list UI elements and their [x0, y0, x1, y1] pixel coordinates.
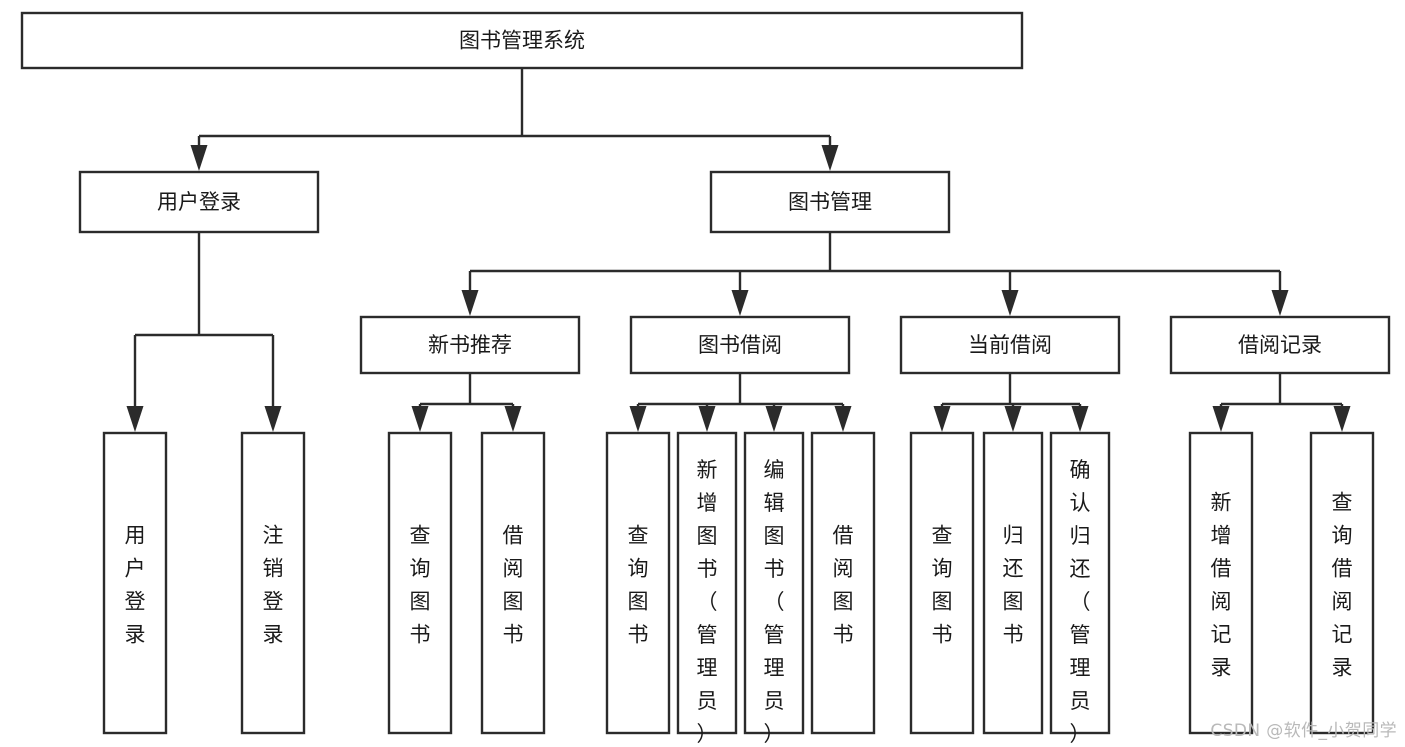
node-label: 新增借阅记录 — [1211, 491, 1232, 680]
arrow-head-icon — [1001, 290, 1019, 316]
node-leaf12[interactable]: 新增借阅记录 — [1188, 431, 1254, 735]
node-records[interactable]: 借阅记录 — [1169, 315, 1391, 375]
connector-group-borrow — [629, 373, 852, 432]
arrow-head-icon — [411, 406, 429, 432]
node-label: 图书借阅 — [698, 333, 782, 357]
connector-group-login — [126, 232, 282, 432]
node-box[interactable] — [629, 315, 851, 375]
node-box[interactable] — [387, 431, 453, 735]
node-leaf4[interactable]: 借阅图书 — [480, 431, 546, 735]
node-label: 编辑图书（管理员） — [764, 458, 785, 746]
arrow-head-icon — [126, 406, 144, 432]
arrow-head-icon — [629, 406, 647, 432]
node-label: 查询图书 — [932, 524, 953, 647]
node-label: 查询借阅记录 — [1332, 491, 1353, 680]
node-label: 新书推荐 — [428, 333, 512, 357]
node-label: 注销登录 — [263, 524, 284, 647]
arrow-head-icon — [933, 406, 951, 432]
node-leaf3[interactable]: 查询图书 — [387, 431, 453, 735]
node-label: 新增图书（管理员） — [697, 458, 718, 746]
node-label: 查询图书 — [628, 524, 649, 647]
watermark-label: CSDN @软件_小贺同学 — [1210, 721, 1397, 741]
node-current[interactable]: 当前借阅 — [899, 315, 1121, 375]
arrow-head-icon — [1004, 406, 1022, 432]
node-box[interactable] — [1309, 431, 1375, 735]
node-label: 图书管理 — [788, 190, 872, 214]
arrow-head-icon — [821, 145, 839, 171]
node-box[interactable] — [78, 170, 320, 234]
node-layer: 图书管理系统用户登录图书管理新书推荐图书借阅当前借阅借阅记录用户登录注销登录查询… — [20, 11, 1391, 746]
node-box[interactable] — [240, 431, 306, 735]
arrow-head-icon — [1333, 406, 1351, 432]
node-leaf13[interactable]: 查询借阅记录 — [1309, 431, 1375, 735]
node-leaf5[interactable]: 查询图书 — [605, 431, 671, 735]
connector-group-current — [933, 373, 1089, 432]
arrow-head-icon — [731, 290, 749, 316]
node-leaf11[interactable]: 确认归还（管理员） — [1049, 431, 1111, 746]
node-box[interactable] — [743, 431, 805, 735]
arrow-head-icon — [698, 406, 716, 432]
node-box[interactable] — [709, 170, 951, 234]
node-box[interactable] — [102, 431, 168, 735]
connector-layer — [126, 68, 1351, 432]
node-label: 归还图书 — [1003, 524, 1024, 647]
node-leaf2[interactable]: 注销登录 — [240, 431, 306, 735]
arrow-head-icon — [504, 406, 522, 432]
node-leaf1[interactable]: 用户登录 — [102, 431, 168, 735]
arrow-head-icon — [1271, 290, 1289, 316]
node-label: 借阅图书 — [503, 524, 524, 647]
node-leaf9[interactable]: 查询图书 — [909, 431, 975, 735]
arrow-head-icon — [1071, 406, 1089, 432]
node-login[interactable]: 用户登录 — [78, 170, 320, 234]
node-label: 借阅记录 — [1238, 333, 1322, 357]
node-leaf10[interactable]: 归还图书 — [982, 431, 1044, 735]
node-box[interactable] — [1169, 315, 1391, 375]
arrow-head-icon — [264, 406, 282, 432]
connector-group-newbook — [411, 373, 522, 432]
node-box[interactable] — [1188, 431, 1254, 735]
node-leaf6[interactable]: 新增图书（管理员） — [676, 431, 738, 746]
arrow-head-icon — [461, 290, 479, 316]
arrow-head-icon — [765, 406, 783, 432]
node-leaf8[interactable]: 借阅图书 — [810, 431, 876, 735]
node-box[interactable] — [20, 11, 1024, 70]
arrow-head-icon — [1212, 406, 1230, 432]
connector-group-bookmgmt — [461, 232, 1289, 316]
arrow-head-icon — [190, 145, 208, 171]
node-borrow[interactable]: 图书借阅 — [629, 315, 851, 375]
node-box[interactable] — [909, 431, 975, 735]
node-label: 图书管理系统 — [459, 29, 585, 53]
node-box[interactable] — [605, 431, 671, 735]
node-box[interactable] — [1049, 431, 1111, 735]
connector-group-records — [1212, 373, 1351, 432]
node-newbook[interactable]: 新书推荐 — [359, 315, 581, 375]
node-box[interactable] — [899, 315, 1121, 375]
connector-group-root — [190, 68, 839, 171]
node-label: 确认归还（管理员） — [1070, 458, 1091, 746]
node-label: 用户登录 — [157, 190, 241, 214]
node-leaf7[interactable]: 编辑图书（管理员） — [743, 431, 805, 746]
node-box[interactable] — [359, 315, 581, 375]
node-label: 查询图书 — [410, 524, 431, 647]
arrow-head-icon — [834, 406, 852, 432]
node-box[interactable] — [810, 431, 876, 735]
node-box[interactable] — [480, 431, 546, 735]
node-label: 当前借阅 — [968, 333, 1052, 357]
node-root[interactable]: 图书管理系统 — [20, 11, 1024, 70]
node-box[interactable] — [676, 431, 738, 735]
node-box[interactable] — [982, 431, 1044, 735]
node-label: 用户登录 — [125, 524, 146, 647]
node-label: 借阅图书 — [833, 524, 854, 647]
node-bookmgmt[interactable]: 图书管理 — [709, 170, 951, 234]
